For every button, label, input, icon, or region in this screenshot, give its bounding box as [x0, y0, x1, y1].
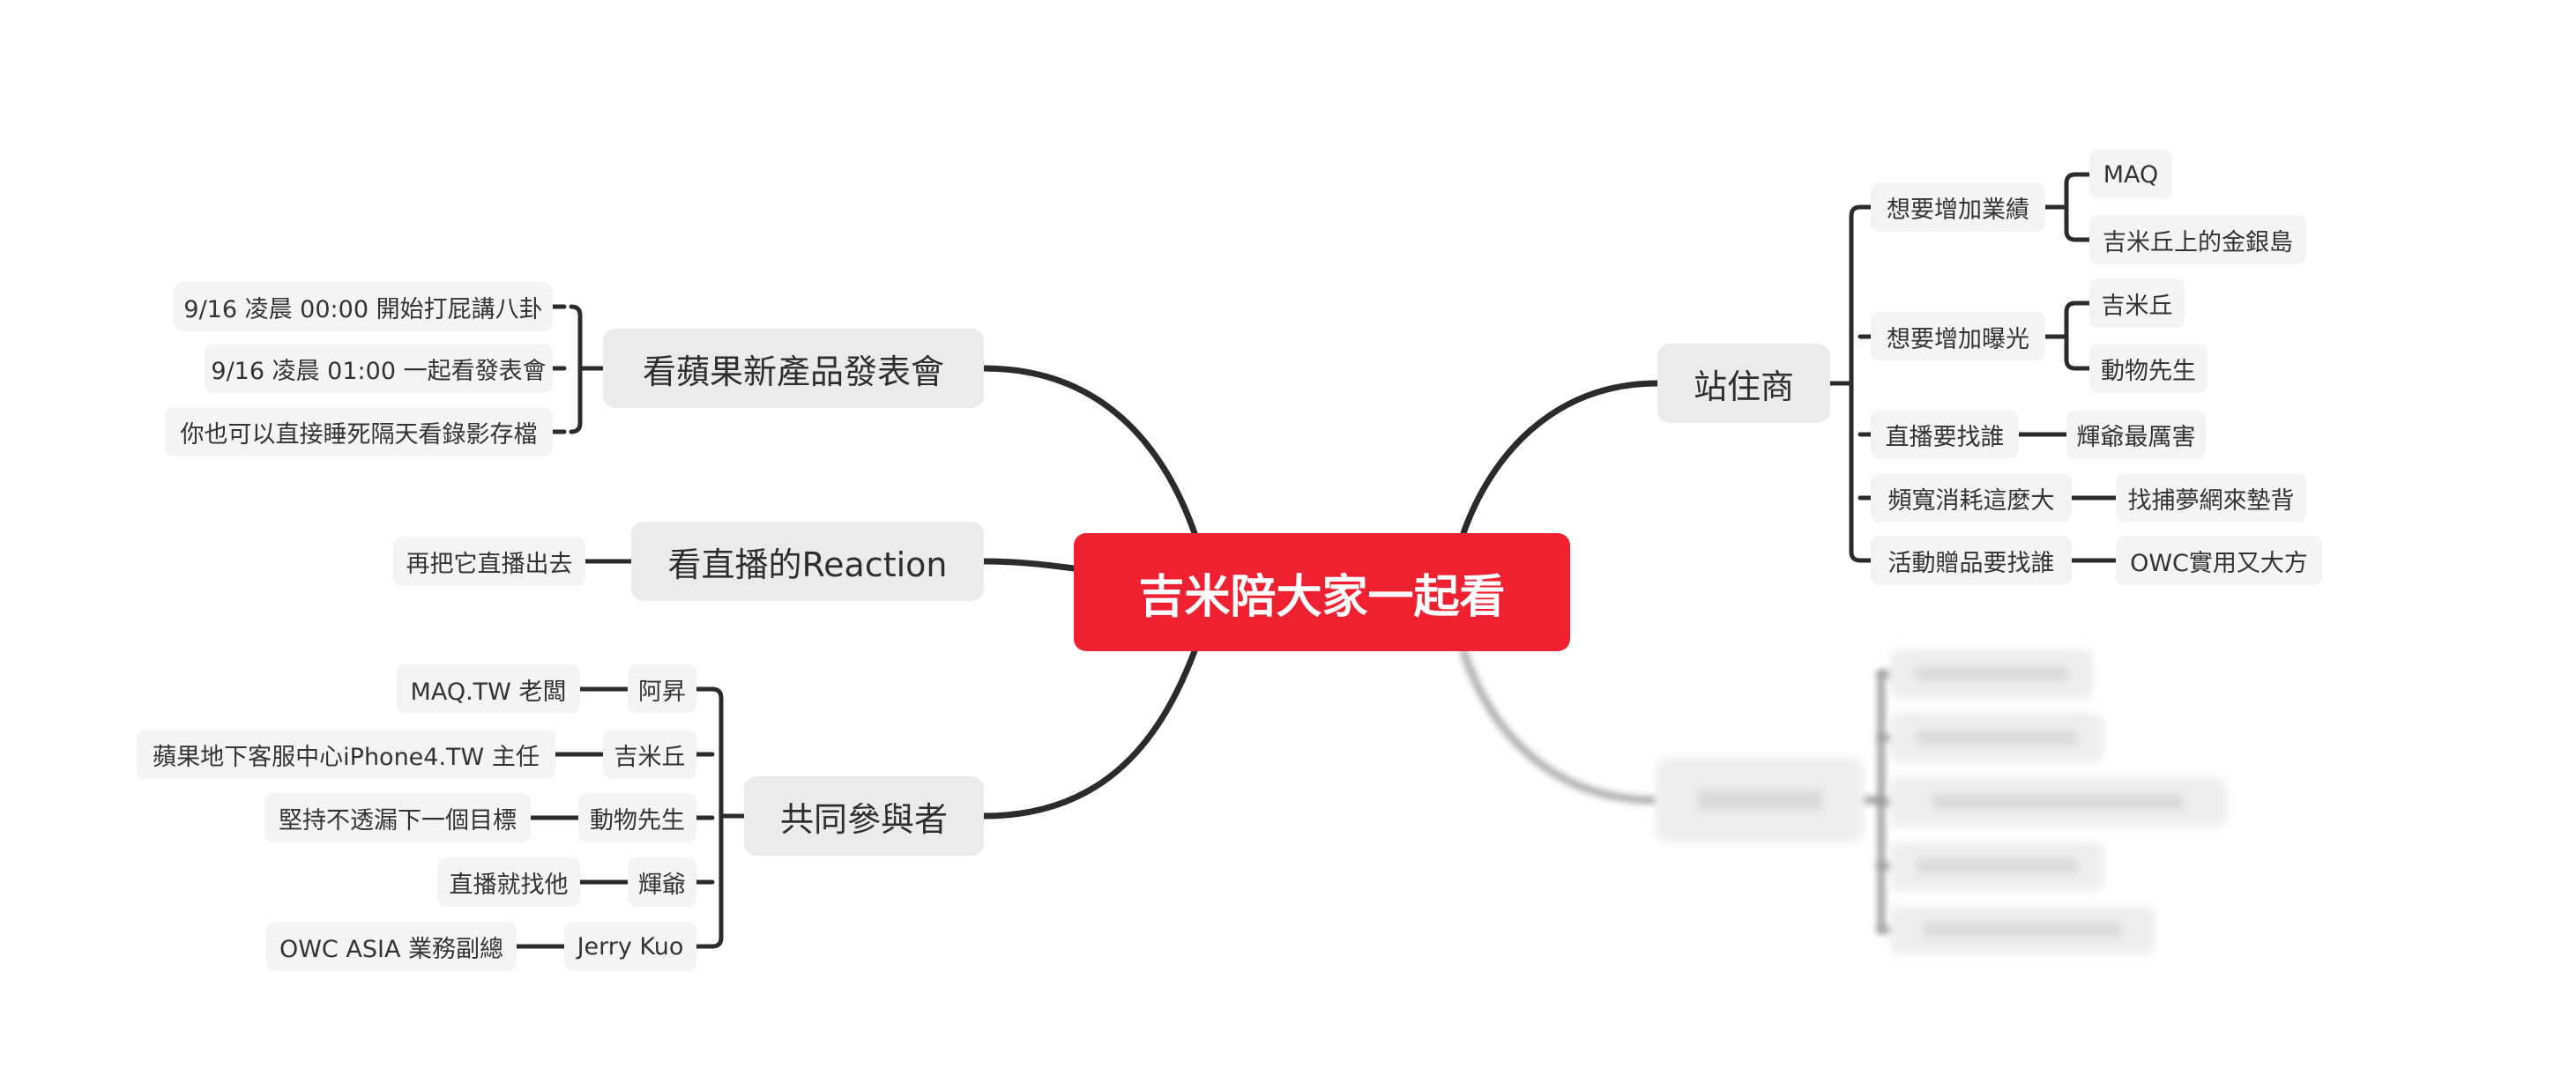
redacted-text — [1923, 923, 2122, 937]
subtopic-item[interactable]: 你也可以直接睡死隔天看錄影存檔 — [165, 407, 553, 456]
participant-name-label: 輝爺 — [638, 871, 686, 899]
leaf-item[interactable]: 動物先生 — [2089, 344, 2207, 393]
leaf-label: MAQ — [2103, 160, 2159, 189]
connector-line — [1460, 648, 1659, 804]
leaf-label: 找捕夢網來墊背 — [2127, 486, 2295, 515]
participant-role-label: 直播就找他 — [449, 871, 569, 899]
leaf-label: 吉米丘上的金銀島 — [2103, 228, 2293, 256]
subtopic-label: 9/16 凌晨 01:00 一起看發表會 — [211, 357, 547, 385]
subtopic-item[interactable]: 直播要找誰 — [1871, 410, 2019, 459]
blurred-item — [1890, 649, 2093, 699]
leaf-item[interactable]: MAQ — [2089, 150, 2172, 199]
topic-apple-event[interactable]: 看蘋果新產品發表會 — [603, 329, 984, 408]
topic-label: 站住商 — [1693, 367, 1794, 406]
blurred-item — [1890, 905, 2155, 954]
leaf-label: 動物先生 — [2101, 357, 2196, 385]
blurred-item — [1890, 713, 2103, 762]
participant-role-label: 蘋果地下客服中心iPhone4.TW 主任 — [153, 743, 540, 771]
participant-role[interactable]: 蘋果地下客服中心iPhone4.TW 主任 — [137, 730, 555, 779]
leaf-item[interactable]: OWC實用又大方 — [2116, 536, 2322, 585]
subtopic-label: 頻寬消耗這麼大 — [1887, 486, 2055, 515]
leaf-label: 吉米丘 — [2101, 292, 2173, 320]
participant-role-label: 堅持不透漏下一個目標 — [279, 806, 517, 835]
participant-name-label: 動物先生 — [590, 806, 685, 835]
subtopic-item[interactable]: 活動贈品要找誰 — [1871, 536, 2072, 585]
connector-line — [2064, 300, 2078, 371]
subtopic-item[interactable]: 9/16 凌晨 01:00 一起看發表會 — [205, 344, 553, 393]
participant-name[interactable]: 吉米丘 — [603, 730, 696, 779]
subtopic-label: 活動贈品要找誰 — [1887, 549, 2055, 577]
participant-name-label: Jerry Kuo — [577, 932, 684, 961]
subtopic-label: 你也可以直接睡死隔天看錄影存檔 — [180, 420, 538, 449]
subtopic-label: 再把它直播出去 — [406, 550, 573, 578]
subtopic-label: 想要增加曝光 — [1887, 325, 2029, 353]
redacted-text — [1917, 859, 2077, 873]
connector-line — [1849, 204, 1863, 563]
topic-sponsors[interactable]: 站住商 — [1657, 344, 1830, 423]
participant-name[interactable]: 動物先生 — [578, 793, 696, 842]
leaf-item[interactable]: 吉米丘上的金銀島 — [2089, 215, 2306, 264]
participant-name[interactable]: 阿昇 — [628, 664, 696, 714]
participant-name[interactable]: Jerry Kuo — [564, 922, 696, 971]
topic-participants[interactable]: 共同參與者 — [744, 776, 984, 856]
leaf-item[interactable]: 找捕夢網來墊背 — [2116, 473, 2306, 523]
topic-blurred — [1656, 758, 1864, 842]
topic-label: 共同參與者 — [779, 799, 948, 839]
subtopic-label: 9/16 凌晨 00:00 開始打屁講八卦 — [183, 295, 543, 323]
participant-role[interactable]: MAQ.TW 老闆 — [397, 664, 580, 714]
subtopic-item[interactable]: 9/16 凌晨 00:00 開始打屁講八卦 — [174, 282, 553, 331]
subtopic-item[interactable]: 想要增加曝光 — [1871, 312, 2045, 361]
participant-role-label: MAQ.TW 老闆 — [410, 678, 567, 706]
redacted-text — [1697, 790, 1822, 810]
topic-reaction[interactable]: 看直播的Reaction — [631, 522, 984, 601]
leaf-label: 輝爺最厲害 — [2076, 423, 2196, 451]
participant-name-label: 吉米丘 — [614, 743, 686, 771]
subtopic-item[interactable]: 想要增加業績 — [1871, 182, 2045, 232]
participant-role[interactable]: 堅持不透漏下一個目標 — [264, 793, 531, 842]
participant-role[interactable]: OWC ASIA 業務副總 — [266, 922, 517, 971]
leaf-item[interactable]: 輝爺最厲害 — [2066, 410, 2206, 459]
participant-name[interactable]: 輝爺 — [628, 857, 696, 907]
blurred-item — [1890, 777, 2227, 827]
connector-line — [980, 648, 1198, 820]
participant-role-label: OWC ASIA 業務副總 — [279, 935, 503, 963]
subtopic-label: 想要增加業績 — [1887, 196, 2029, 224]
topic-label: 看直播的Reaction — [667, 545, 948, 584]
redacted-text — [1932, 795, 2185, 809]
subtopic-item[interactable]: 再把它直播出去 — [393, 537, 585, 586]
connector-line — [2064, 172, 2078, 242]
subtopic-item[interactable]: 頻寬消耗這麼大 — [1871, 473, 2072, 523]
root-topic[interactable]: 吉米陪大家一起看 — [1074, 533, 1570, 651]
participant-role[interactable]: 直播就找他 — [437, 857, 580, 907]
connector-line — [980, 365, 1198, 537]
root-topic-label: 吉米陪大家一起看 — [1138, 570, 1506, 624]
leaf-item[interactable]: 吉米丘 — [2089, 278, 2185, 328]
leaf-label: OWC實用又大方 — [2130, 549, 2308, 577]
redacted-text — [1915, 667, 2068, 681]
connector-line — [1460, 380, 1661, 537]
blurred-item — [1890, 842, 2103, 891]
redacted-text — [1917, 731, 2077, 745]
topic-label: 看蘋果新產品發表會 — [642, 352, 944, 391]
participant-name-label: 阿昇 — [638, 678, 686, 706]
connector-line — [980, 558, 1077, 572]
subtopic-label: 直播要找誰 — [1885, 423, 2005, 451]
